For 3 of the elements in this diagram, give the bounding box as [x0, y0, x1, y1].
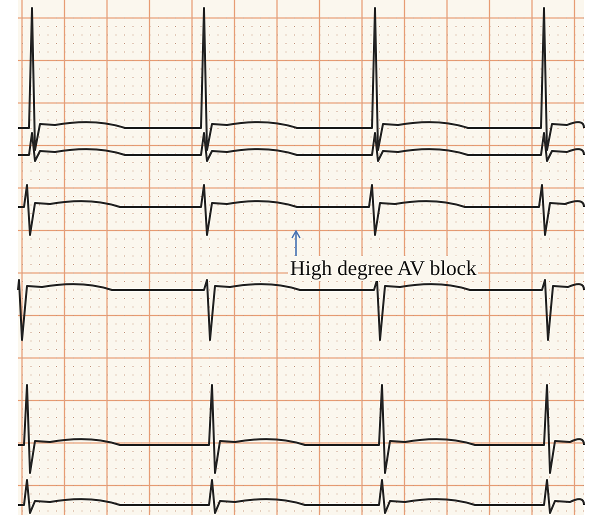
- arrow: [291, 230, 301, 256]
- annotation-label: High degree AV block: [288, 256, 478, 281]
- ecg-trace: [17, 184, 585, 236]
